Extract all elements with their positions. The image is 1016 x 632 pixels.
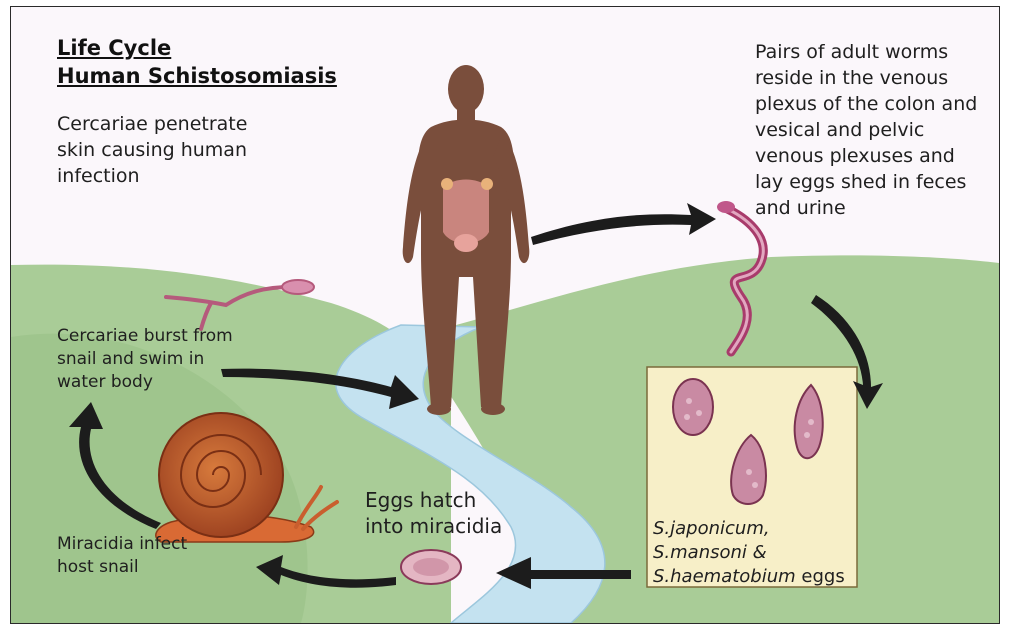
cercariae-penetrate-label: Cercariae penetrate skin causing human i… bbox=[57, 113, 248, 187]
egg-species-haematobium: S.haematobium bbox=[653, 566, 796, 587]
title-line-2: Human Schistosomiasis bbox=[57, 64, 337, 88]
miracidium-icon bbox=[400, 549, 462, 585]
title-line-1: Life Cycle bbox=[57, 36, 172, 60]
cercariae-burst-label: Cercariae burst from snail and swim in w… bbox=[57, 326, 233, 392]
human-figure-icon bbox=[402, 65, 530, 415]
eggs-suffix: eggs bbox=[795, 566, 845, 587]
cercaria-icon bbox=[164, 279, 315, 331]
eggs-species-label: S.japonicum, S.mansoni & S.haematobium e… bbox=[653, 517, 853, 589]
diagram-frame: Life Cycle Human Schistosomiasis Cercari… bbox=[10, 6, 1000, 624]
egg-species-japonicum: S.japonicum, bbox=[653, 518, 770, 539]
diagram-artwork bbox=[11, 65, 999, 623]
diagram-title: Life Cycle Human Schistosomiasis bbox=[57, 34, 337, 90]
snail-icon bbox=[155, 412, 339, 543]
miracidia-infect-label: Miracidia infect host snail bbox=[57, 534, 188, 577]
adult-worm-icon bbox=[717, 201, 768, 357]
egg-species-mansoni: S.mansoni & bbox=[653, 542, 767, 563]
cycle-arrow-icon bbox=[69, 203, 883, 589]
adult-worms-label: Pairs of adult worms reside in the venou… bbox=[755, 41, 978, 219]
eggs-hatch-label: Eggs hatch into miracidia bbox=[365, 488, 503, 538]
